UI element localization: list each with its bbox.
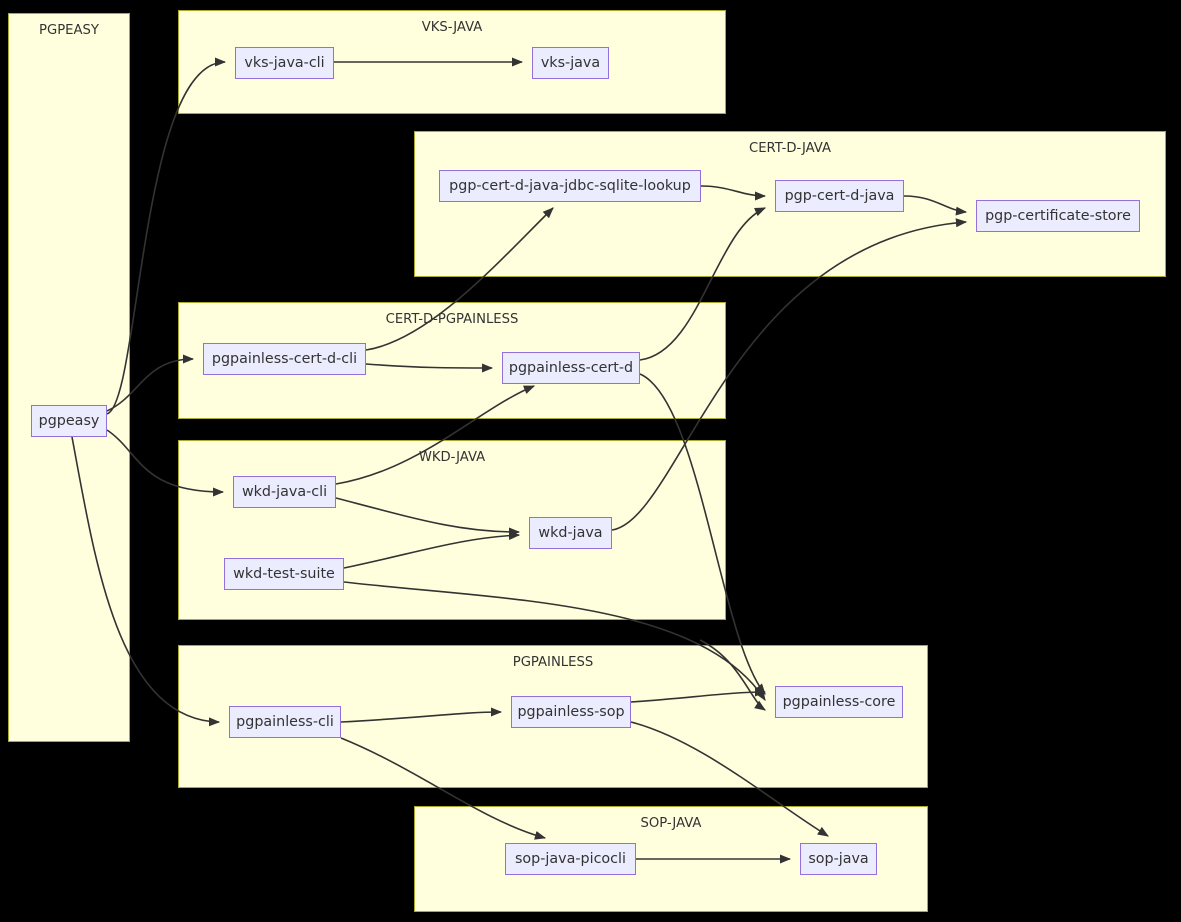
node-pgpainless_cert_d[interactable]: pgpainless-cert-d <box>502 352 640 384</box>
cluster-wkd_java: WKD-JAVA <box>178 440 726 620</box>
node-wkd_test_suite[interactable]: wkd-test-suite <box>224 558 344 590</box>
cluster-label-vks_java: VKS-JAVA <box>421 20 483 35</box>
cluster-pgpeasy: PGPEASY <box>8 13 130 742</box>
node-pgp_certificate_store[interactable]: pgp-certificate-store <box>976 200 1140 232</box>
cluster-label-wkd_java: WKD-JAVA <box>418 450 486 465</box>
node-pgpainless_sop[interactable]: pgpainless-sop <box>511 696 631 728</box>
node-pgpainless_core[interactable]: pgpainless-core <box>775 686 903 718</box>
node-pgp_cert_d_java[interactable]: pgp-cert-d-java <box>775 180 904 212</box>
node-sop_java[interactable]: sop-java <box>800 843 877 875</box>
cluster-label-sop_java: SOP-JAVA <box>640 816 702 831</box>
node-vks_java[interactable]: vks-java <box>532 47 609 79</box>
node-wkd_java[interactable]: wkd-java <box>529 517 612 549</box>
cluster-label-pgpainless: PGPAINLESS <box>512 655 594 670</box>
node-wkd_java_cli[interactable]: wkd-java-cli <box>233 476 336 508</box>
node-pgpainless_cli[interactable]: pgpainless-cli <box>229 706 341 738</box>
node-sop_java_picocli[interactable]: sop-java-picocli <box>505 843 636 875</box>
cluster-label-cert_d_java: CERT-D-JAVA <box>748 141 832 156</box>
node-pgp_cert_d_java_jdbc_sqlite_lookup[interactable]: pgp-cert-d-java-jdbc-sqlite-lookup <box>439 170 701 202</box>
node-vks_java_cli[interactable]: vks-java-cli <box>235 47 334 79</box>
cluster-label-pgpeasy: PGPEASY <box>39 23 99 38</box>
node-pgpeasy[interactable]: pgpeasy <box>31 405 107 437</box>
node-pgpainless_cert_d_cli[interactable]: pgpainless-cert-d-cli <box>203 343 366 375</box>
cluster-label-cert_d_pgpainless: CERT-D-PGPAINLESS <box>385 312 519 327</box>
